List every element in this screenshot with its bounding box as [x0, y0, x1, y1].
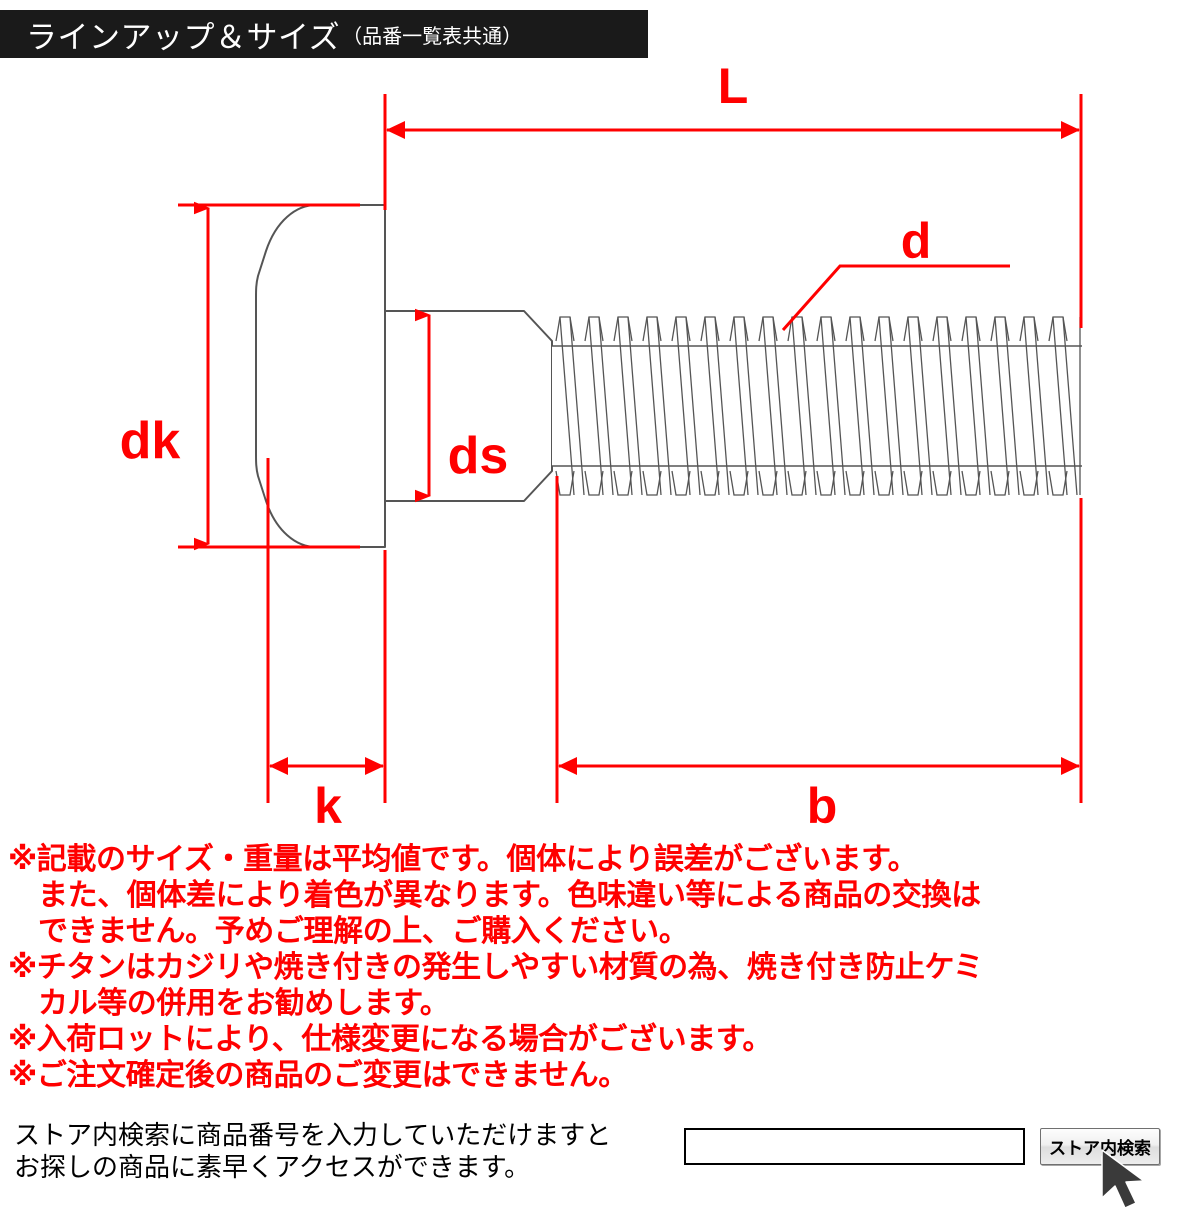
thread-crest-top	[555, 316, 1068, 342]
dimension-d	[781, 264, 1010, 331]
search-description-line1: ストア内検索に商品番号を入力していただけますと	[14, 1121, 612, 1151]
page-subtitle: （品番一覧表共通）	[342, 23, 523, 48]
bolt-dimension-diagram: L d dk ds k	[0, 58, 1200, 838]
page-title: ラインアップ＆サイズ	[26, 19, 341, 56]
bolt-head-profile	[255, 204, 386, 548]
bolt-shank-core	[552, 346, 1082, 466]
thread-helix-lines	[559, 316, 1078, 496]
page-header-banner: ラインアップ＆サイズ （品番一覧表共通）	[0, 10, 648, 58]
dimension-label-ds: ds	[448, 427, 509, 485]
search-description: ストア内検索に商品番号を入力していただけますと お探しの商品に素早くアクセスがで…	[14, 1120, 611, 1184]
note-line: カル等の併用をお勧めします。	[38, 986, 450, 1021]
search-description-line2: お探しの商品に素早くアクセスができます。	[14, 1153, 531, 1183]
note-line: できません。予めご理解の上、ご購入ください。	[38, 914, 689, 949]
dimension-b	[555, 476, 1083, 803]
dimension-label-d: d	[901, 213, 932, 269]
note-line: ※チタンはカジリや焼き付きの発生しやすい材質の為、焼き付き防止ケミ	[8, 950, 983, 985]
leader-line-d	[781, 264, 1010, 331]
dimension-label-L: L	[718, 58, 749, 114]
bolt-drawing	[255, 204, 1082, 548]
bolt-thread-pattern	[555, 316, 1081, 496]
notes-list: ※記載のサイズ・重量は平均値です。個体により誤差がございます。 また、個体差によ…	[8, 842, 1198, 1094]
note-line: ※ご注文確定後の商品のご変更はできません。	[8, 1058, 628, 1093]
thread-crest-bottom	[555, 470, 1068, 496]
search-input[interactable]	[684, 1128, 1025, 1165]
store-search-section: ストア内検索に商品番号を入力していただけますと お探しの商品に素早くアクセスがで…	[0, 1112, 1200, 1200]
note-line: また、個体差により着色が異なります。色味違い等による商品の交換は	[38, 878, 981, 913]
dimension-label-k: k	[314, 778, 342, 834]
note-line: ※入荷ロットにより、仕様変更になる場合がございます。	[8, 1022, 772, 1057]
dimension-k	[266, 458, 387, 803]
dimension-L	[383, 94, 1083, 328]
note-line: ※記載のサイズ・重量は平均値です。個体により誤差がございます。	[8, 842, 918, 877]
dimension-label-dk: dk	[120, 412, 181, 470]
dimension-label-b: b	[807, 778, 838, 834]
store-search-button[interactable]: ストア内検索	[1040, 1128, 1160, 1165]
